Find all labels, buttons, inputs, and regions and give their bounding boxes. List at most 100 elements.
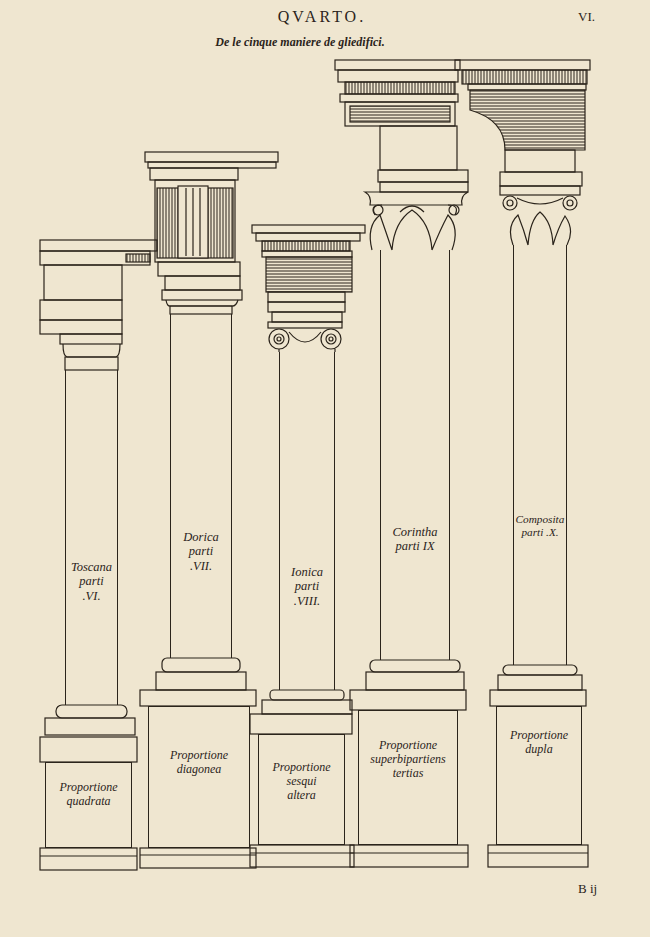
proportion-name: Proportione quadrata xyxy=(59,781,117,809)
composite-column-part xyxy=(505,150,575,172)
label-holder: Ionica parti .VIII. xyxy=(280,565,334,609)
tuscan-column-part xyxy=(40,737,137,762)
proportion-name: Proportione superbipartiens tertias xyxy=(370,739,445,780)
proportion-name: Proportione diagonea xyxy=(170,749,228,777)
ionic-column-part xyxy=(262,241,350,251)
composite-column-part xyxy=(470,90,585,150)
proportion-name: Proportione dupla xyxy=(510,729,568,757)
pedestal-dado: Proportione sesqui altera xyxy=(258,734,345,845)
pedestal-dado: Proportione superbipartiens tertias xyxy=(358,710,458,845)
composite-column xyxy=(455,60,590,867)
corinthian-column-part xyxy=(374,205,457,215)
doric-column-part xyxy=(140,690,256,706)
corinthian-column-part xyxy=(345,82,455,94)
page-number: VI. xyxy=(578,9,595,25)
tuscan-column-part xyxy=(56,705,127,718)
label-holder: Proportione quadrata xyxy=(46,781,131,809)
corinthian-column-part xyxy=(380,182,468,192)
corinthian-column-part xyxy=(350,106,450,122)
tuscan-column xyxy=(40,240,157,870)
corinthian-column-part xyxy=(449,205,459,215)
column-shaft: Dorica parti .VII. xyxy=(170,314,232,658)
composite-column-part xyxy=(488,852,588,853)
corinthian-column-part xyxy=(370,210,455,250)
ionic-column-part xyxy=(289,332,321,342)
ionic-column-part xyxy=(321,329,341,349)
subtitle: De le cinque maniere de gliedifici. xyxy=(215,35,384,50)
ionic-column-part xyxy=(326,334,336,344)
signature-mark: B ij xyxy=(578,881,597,897)
composite-column-part xyxy=(500,172,582,186)
column-shaft: Corintha parti IX xyxy=(380,250,450,660)
corinthian-column-part xyxy=(338,70,458,82)
corinthian-column-part xyxy=(335,60,460,70)
label-holder: Proportione sesqui altera xyxy=(259,761,344,803)
corinthian-column xyxy=(335,60,468,867)
doric-column-part xyxy=(140,848,256,868)
proportion-name: Proportione sesqui altera xyxy=(272,761,330,802)
doric-column-part xyxy=(145,152,278,162)
doric-column-part xyxy=(150,168,238,180)
corinthian-column-part xyxy=(380,126,457,170)
pedestal-dado: Proportione quadrata xyxy=(45,762,132,848)
order-name: Composita parti .X. xyxy=(516,513,565,539)
doric-column-part xyxy=(178,186,208,258)
label-holder: Proportione diagonea xyxy=(149,749,249,777)
composite-column-part xyxy=(488,845,588,867)
doric-column-part xyxy=(140,854,256,855)
tuscan-column-part xyxy=(126,254,150,262)
doric-column-part xyxy=(199,188,200,256)
ionic-column-part xyxy=(268,302,345,312)
tuscan-column-part xyxy=(40,240,157,251)
book-heading: QVARTO. xyxy=(278,8,366,26)
label-holder: Proportione superbipartiens tertias xyxy=(359,739,457,781)
tuscan-column-part xyxy=(63,344,120,357)
corinthian-column-part xyxy=(345,102,455,126)
column-shaft: Ionica parti .VIII. xyxy=(279,352,335,690)
doric-column-part xyxy=(162,658,240,672)
composite-column-part xyxy=(468,84,586,90)
ionic-column-part xyxy=(272,312,342,322)
composite-column-part xyxy=(563,196,577,210)
doric-column-part xyxy=(165,276,240,290)
corinthian-column-part xyxy=(350,852,468,853)
column-shaft: Toscana parti .VI. xyxy=(65,370,118,705)
ionic-column-part xyxy=(262,251,352,257)
ionic-column-part xyxy=(250,845,354,867)
ionic-column-part xyxy=(268,322,342,328)
composite-column-part xyxy=(510,212,570,245)
corinthian-column-part xyxy=(350,845,468,867)
composite-column-part xyxy=(462,70,587,84)
ionic-column-part xyxy=(270,690,344,700)
order-name: Ionica parti .VIII. xyxy=(291,565,323,608)
doric-column-part xyxy=(158,262,240,276)
corinthian-column-part xyxy=(378,170,468,182)
label-holder: Corintha parti IX xyxy=(381,525,449,554)
tuscan-column-part xyxy=(40,320,122,334)
doric-column-part xyxy=(185,188,186,256)
composite-column-part xyxy=(567,200,573,206)
label-holder: Composita parti .X. xyxy=(514,513,566,540)
pedestal-dado: Proportione dupla xyxy=(496,706,582,845)
doric-column-part xyxy=(148,162,276,168)
ionic-column-part xyxy=(262,700,352,714)
doric-column-part xyxy=(162,290,242,300)
label-holder: Toscana parti .VI. xyxy=(66,560,117,604)
doric-column-part xyxy=(166,300,238,306)
corinthian-column-part xyxy=(366,672,464,690)
corinthian-column-part xyxy=(350,690,466,710)
tuscan-column-part xyxy=(65,357,118,370)
ionic-column-part xyxy=(252,225,365,233)
label-holder: Dorica parti .VII. xyxy=(171,530,231,574)
composite-column-part xyxy=(503,196,517,210)
tuscan-column-part xyxy=(40,855,137,856)
corinthian-column-part xyxy=(365,192,468,205)
composite-column-part xyxy=(500,186,580,195)
doric-column-part xyxy=(170,306,232,314)
ionic-column-part xyxy=(250,714,352,734)
composite-column-part xyxy=(507,200,513,206)
ionic-column-part xyxy=(277,337,281,341)
composite-column-part xyxy=(498,675,582,690)
order-name: Corintha parti IX xyxy=(392,525,437,554)
composite-column-part xyxy=(455,60,590,70)
